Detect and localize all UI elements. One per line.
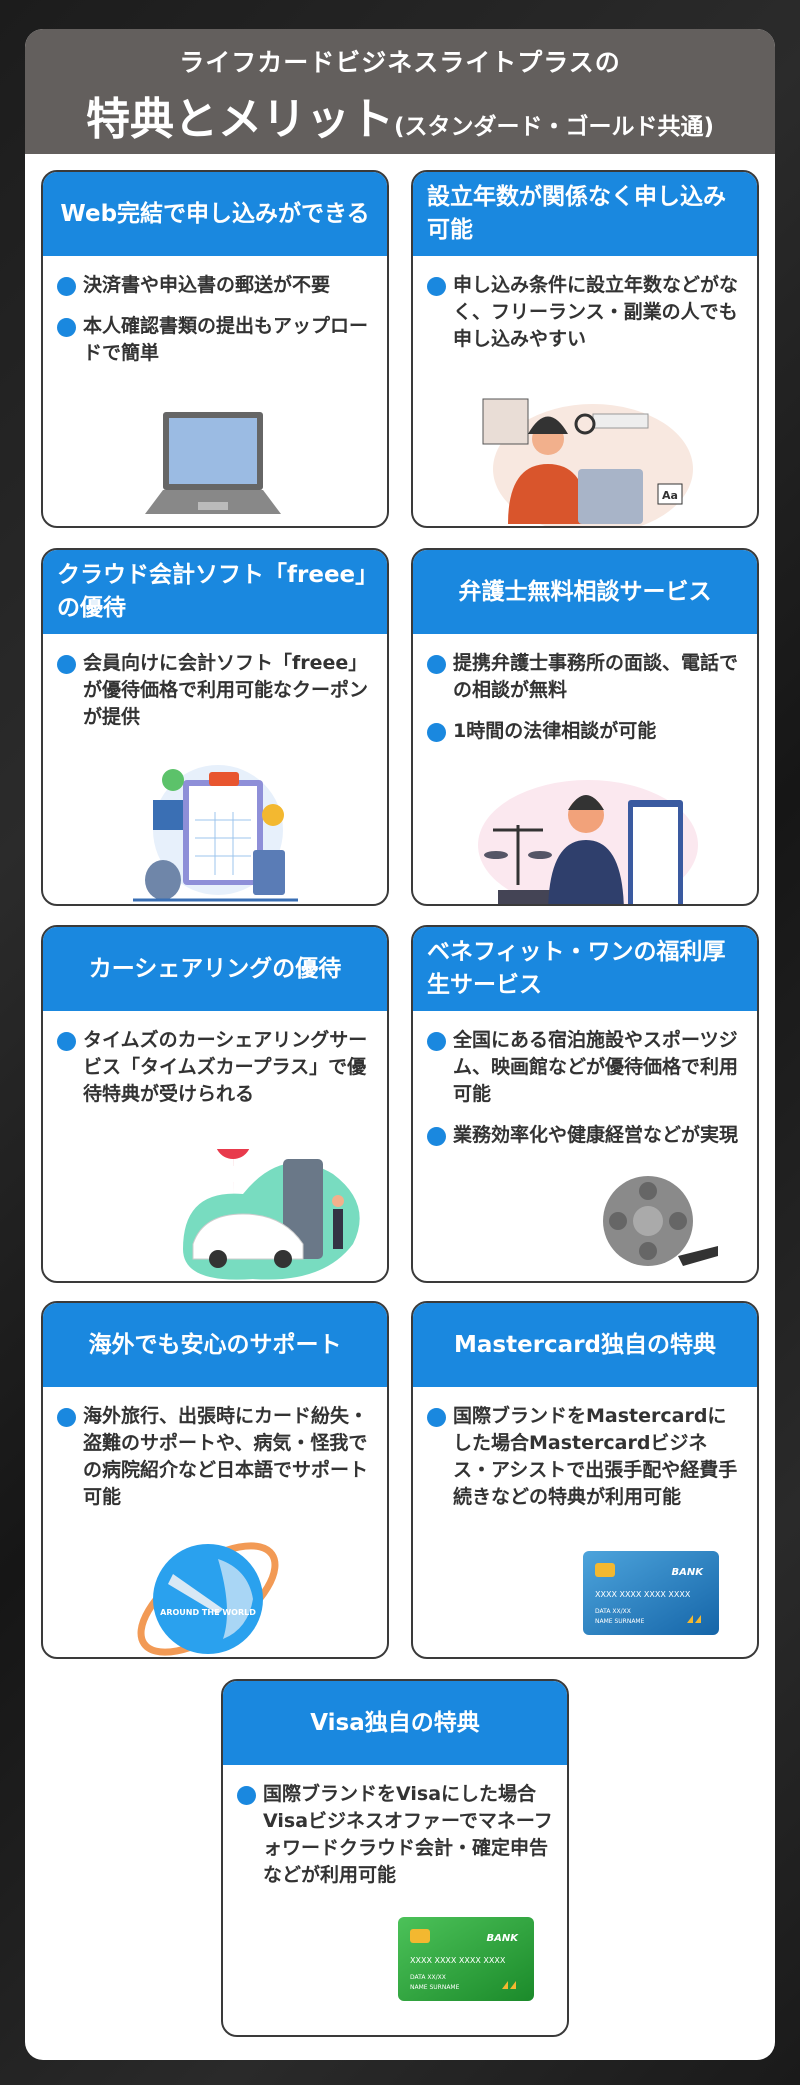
benefit-card: ベネフィット・ワンの福利厚生サービス全国にある宿泊施設やスポーツジム、映画館など… (411, 925, 759, 1283)
accounting-illustration (123, 760, 303, 904)
list-item: 会員向けに会計ソフト「freee」が優待価格で利用可能なクーポンが提供 (57, 650, 375, 731)
benefit-card: 弁護士無料相談サービス提携弁護士事務所の面談、電話での相談が無料 1時間の法律相談… (411, 548, 759, 906)
svg-text:BANK: BANK (487, 1933, 520, 1944)
laptop-illustration (143, 410, 283, 524)
list-item: 提携弁護士事務所の面談、電話での相談が無料 (427, 650, 745, 704)
card-title-text: 海外でも安心のサポート (88, 1331, 342, 1358)
list-item: 全国にある宿泊施設やスポーツジム、映画館などが優待価格で利用可能 (427, 1027, 745, 1108)
card-title: Mastercard独自の特典 (413, 1303, 757, 1387)
bullet-list: タイムズのカーシェアリングサービス「タイムズカープラス」で優待特典が受けられる (43, 1011, 387, 1108)
page-header: ライフカードビジネスライトプラスの 特典とメリット(スタンダード・ゴールド共通) (25, 29, 775, 154)
card-title: ベネフィット・ワンの福利厚生サービス (413, 927, 757, 1011)
bullet-list: 海外旅行、出張時にカード紛失・盗難のサポートや、病気・怪我での病院紹介など日本語… (43, 1387, 387, 1511)
card-title-text: Web完結で申し込みができる (60, 200, 370, 227)
card-title: 弁護士無料相談サービス (413, 550, 757, 634)
list-item: 国際ブランドをMastercardにした場合Mastercardビジネス・アシス… (427, 1403, 745, 1511)
card-title: 設立年数が関係なく申し込み可能 (413, 172, 757, 256)
card-title: Web完結で申し込みができる (43, 172, 387, 256)
freelancer-illustration: Aa (463, 394, 703, 526)
card-title-text: Visa独自の特典 (310, 1709, 480, 1736)
benefit-card: 海外でも安心のサポート海外旅行、出張時にカード紛失・盗難のサポートや、病気・怪我… (41, 1301, 389, 1659)
lawyer-illustration (468, 775, 698, 904)
bullet-list: 国際ブランドをMastercardにした場合Mastercardビジネス・アシス… (413, 1387, 757, 1511)
card-title-text: ベネフィット・ワンの福利厚生サービス (427, 939, 726, 998)
card-title-text: 設立年数が関係なく申し込み可能 (427, 184, 726, 243)
svg-text:XXXX XXXX XXXX XXXX: XXXX XXXX XXXX XXXX (410, 1956, 506, 1965)
film-reel-illustration (593, 1171, 723, 1275)
list-item: タイムズのカーシェアリングサービス「タイムズカープラス」で優待特典が受けられる (57, 1027, 375, 1108)
svg-text:DATA XX/XX: DATA XX/XX (595, 1608, 631, 1615)
card-title-text: Mastercard独自の特典 (454, 1331, 716, 1358)
bullet-list: 国際ブランドをVisaにした場合Visaビジネスオファーでマネーフォワードクラウ… (223, 1765, 567, 1889)
svg-text:NAME SURNAME: NAME SURNAME (410, 1984, 460, 1991)
list-item: 申し込み条件に設立年数などがなく、フリーランス・副業の人でも申し込みやすい (427, 272, 745, 353)
list-item: 業務効率化や健康経営などが実現 (427, 1122, 745, 1149)
card-title: Visa独自の特典 (223, 1681, 567, 1765)
svg-text:Aa: Aa (662, 489, 678, 502)
header-subtitle: ライフカードビジネスライトプラスの (179, 48, 621, 77)
globe-text: AROUND THE WORLD (160, 1608, 256, 1617)
title-main: 特典とメリット (85, 94, 394, 145)
benefit-card: カーシェアリングの優待タイムズのカーシェアリングサービス「タイムズカープラス」で… (41, 925, 389, 1283)
list-item: 国際ブランドをVisaにした場合Visaビジネスオファーでマネーフォワードクラウ… (237, 1781, 555, 1889)
bullet-list: 申し込み条件に設立年数などがなく、フリーランス・副業の人でも申し込みやすい (413, 256, 757, 353)
benefit-card: 設立年数が関係なく申し込み可能申し込み条件に設立年数などがなく、フリーランス・副… (411, 170, 759, 528)
list-item: 本人確認書類の提出もアップロードで簡単 (57, 313, 375, 367)
svg-text:XXXX XXXX XXXX XXXX: XXXX XXXX XXXX XXXX (595, 1590, 691, 1599)
bullet-list: 全国にある宿泊施設やスポーツジム、映画館などが優待価格で利用可能業務効率化や健康… (413, 1011, 757, 1149)
benefit-card: Web完結で申し込みができる決済書や申込書の郵送が不要本人確認書類の提出もアップ… (41, 170, 389, 528)
card-title: カーシェアリングの優待 (43, 927, 387, 1011)
bullet-list: 会員向けに会計ソフト「freee」が優待価格で利用可能なクーポンが提供 (43, 634, 387, 731)
card-title: クラウド会計ソフト「freee」の優待 (43, 550, 387, 634)
card-title: 海外でも安心のサポート (43, 1303, 387, 1387)
globe-illustration: AROUND THE WORLD (128, 1529, 288, 1657)
svg-text:BANK: BANK (672, 1567, 705, 1578)
title-sub: (スタンダード・ゴールド共通) (393, 114, 715, 140)
benefit-card: クラウド会計ソフト「freee」の優待会員向けに会計ソフト「freee」が優待価… (41, 548, 389, 906)
svg-text:NAME SURNAME: NAME SURNAME (595, 1618, 645, 1625)
list-item: 1時間の法律相談が可能 (427, 718, 745, 745)
list-item: 海外旅行、出張時にカード紛失・盗難のサポートや、病気・怪我での病院紹介など日本語… (57, 1403, 375, 1511)
card-title-text: クラウド会計ソフト「freee」の優待 (57, 562, 367, 621)
page-title: 特典とメリット(スタンダード・ゴールド共通) (25, 83, 775, 147)
benefit-card: Mastercard独自の特典国際ブランドをMastercardにした場合Mas… (411, 1301, 759, 1659)
bullet-list: 決済書や申込書の郵送が不要本人確認書類の提出もアップロードで簡単 (43, 256, 387, 367)
card-title-text: 弁護士無料相談サービス (458, 578, 712, 605)
car-sharing-illustration (173, 1123, 373, 1281)
svg-text:DATA XX/XX: DATA XX/XX (410, 1974, 446, 1981)
benefit-card: Visa独自の特典国際ブランドをVisaにした場合Visaビジネスオファーでマネ… (221, 1679, 569, 2037)
credit-card-blue: BANK XXXX XXXX XXXX XXXX DATA XX/XX NAME SU… (583, 1551, 719, 1639)
card-title-text: カーシェアリングの優待 (88, 955, 342, 982)
bullet-list: 提携弁護士事務所の面談、電話での相談が無料 1時間の法律相談が可能 (413, 634, 757, 745)
list-item: 決済書や申込書の郵送が不要 (57, 272, 375, 299)
credit-card-green: BANK XXXX XXXX XXXX XXXX DATA XX/XX NAME SU… (398, 1917, 534, 2005)
